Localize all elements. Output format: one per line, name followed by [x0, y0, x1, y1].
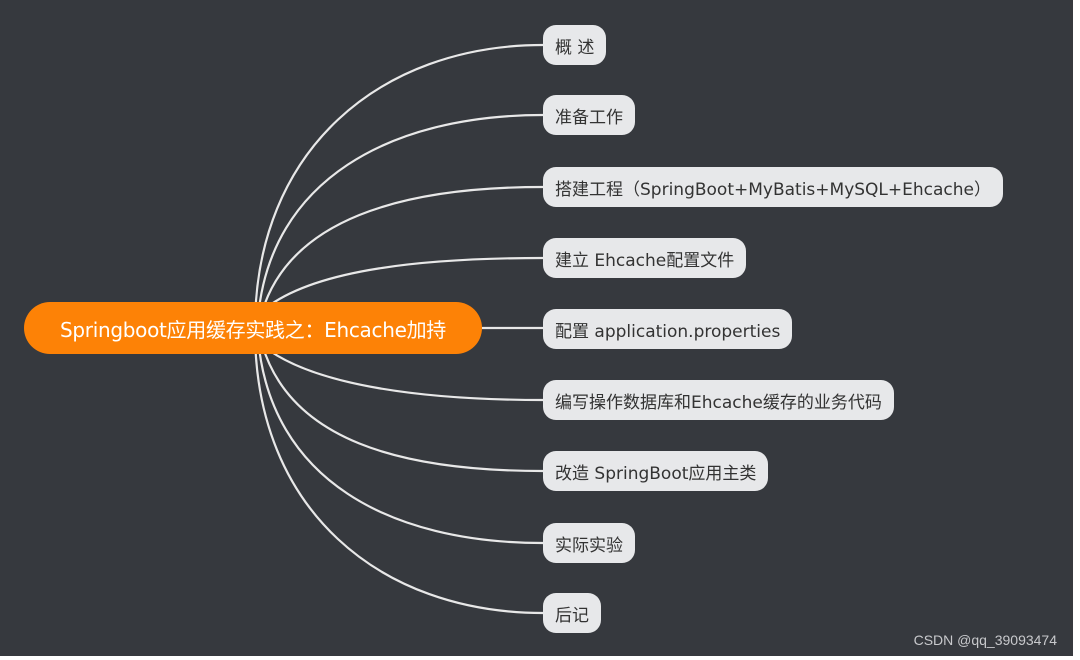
branch-business-code[interactable]: 编写操作数据库和Ehcache缓存的业务代码	[543, 380, 894, 420]
branch-postscript[interactable]: 后记	[543, 593, 601, 633]
branch-overview[interactable]: 概 述	[543, 25, 607, 65]
branch-ehcache-config[interactable]: 建立 Ehcache配置文件	[543, 238, 747, 278]
branch-preparation[interactable]: 准备工作	[543, 95, 635, 135]
watermark: CSDN @qq_39093474	[913, 632, 1057, 648]
branch-application-properties[interactable]: 配置 application.properties	[543, 309, 793, 349]
branch-experiment[interactable]: 实际实验	[543, 523, 635, 563]
branch-main-class[interactable]: 改造 SpringBoot应用主类	[543, 451, 769, 491]
central-topic[interactable]: Springboot应用缓存实践之：Ehcache加持	[24, 302, 482, 354]
branch-build-project[interactable]: 搭建工程（SpringBoot+MyBatis+MySQL+Ehcache）	[543, 167, 1004, 207]
